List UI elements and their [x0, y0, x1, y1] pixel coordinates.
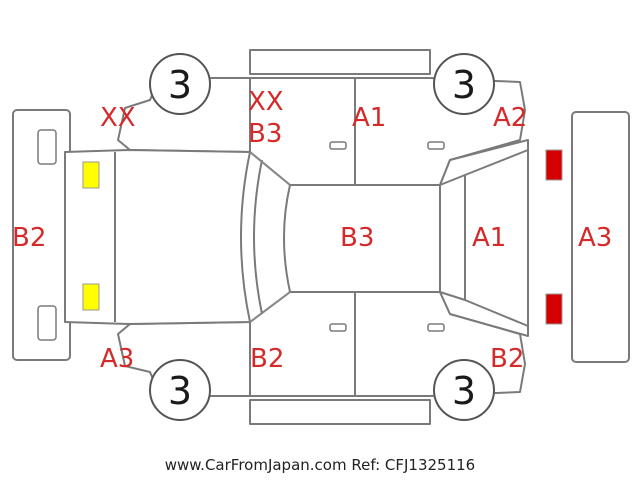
footer-reference: www.CarFromJapan.com Ref: CFJ1325116	[165, 456, 475, 474]
label-a-pillar-left-bottom: B3	[248, 119, 282, 149]
label-front-left-wheel: XX	[100, 103, 136, 133]
wheel-rear-right-value: 3	[452, 369, 476, 413]
car-body-top-view	[64, 139, 529, 337]
wheel-rear-left-value: 3	[168, 369, 192, 413]
wheel-front-left-value: 3	[168, 63, 192, 107]
wheel-rear-right: 3	[433, 359, 495, 421]
wheel-front-right: 3	[433, 53, 495, 115]
label-left-front-door: A1	[352, 103, 386, 133]
label-rear-right-corner-bottom: B2	[490, 344, 524, 374]
label-rear-window: A1	[472, 223, 506, 253]
rear-bumper	[571, 111, 630, 363]
label-rear-bumper: A3	[578, 223, 612, 253]
wheel-front-left: 3	[149, 53, 211, 115]
label-right-front-door: B2	[250, 344, 284, 374]
red-square-icon	[545, 149, 563, 325]
right-side-panel	[117, 291, 526, 425]
label-roof: B3	[340, 223, 374, 253]
wheel-front-right-value: 3	[452, 63, 476, 107]
damage-labels: XX XX B3 A1 A2 B2 B3 A1 A3 A3 B2 B2	[12, 87, 612, 374]
label-a-pillar-left-top: XX	[248, 87, 284, 117]
label-rear-right-corner-top: A2	[493, 103, 527, 133]
left-side-panel	[117, 49, 526, 186]
label-front-bumper: B2	[12, 223, 46, 253]
yellow-square-icon	[82, 161, 100, 311]
label-front-left-bottom: A3	[100, 344, 134, 374]
wheel-rear-left: 3	[149, 359, 211, 421]
